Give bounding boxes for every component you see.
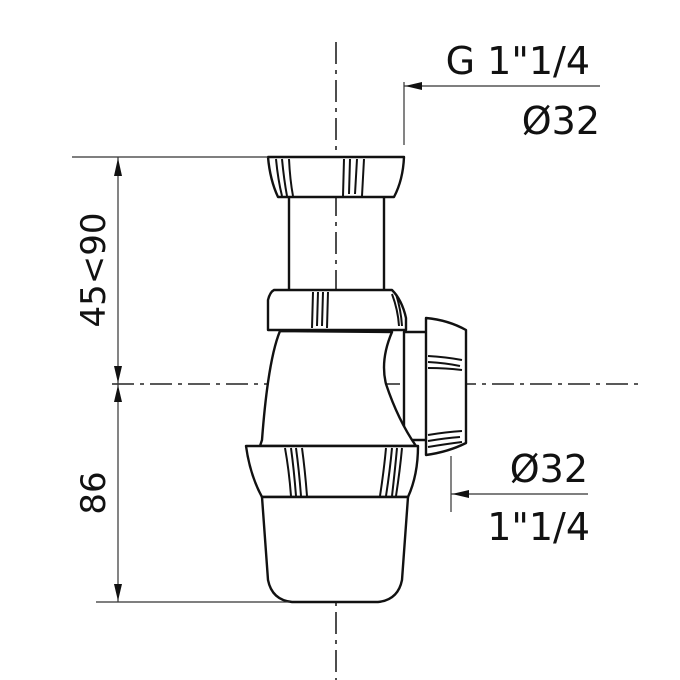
- bottom-cup: [260, 495, 410, 604]
- lower-nut: [244, 444, 420, 499]
- inlet-tube: [287, 197, 386, 290]
- side-outlet-nut: [402, 316, 468, 457]
- side-outlet-thread-label: 1"1/4: [487, 505, 590, 549]
- top-outlet-leader: [403, 82, 600, 145]
- top-outlet-thread-label: G 1"1/4: [446, 39, 590, 83]
- height-dimension: [72, 156, 290, 603]
- top-inlet-nut: [266, 155, 406, 199]
- height-lower-label: 86: [74, 471, 114, 514]
- trap-body: [258, 329, 418, 448]
- side-outlet-diameter-label: Ø32: [510, 447, 588, 491]
- height-upper-label: 45<90: [74, 212, 114, 327]
- middle-nut: [266, 288, 408, 332]
- top-outlet-diameter-label: Ø32: [522, 99, 600, 143]
- side-outlet-leader: [450, 456, 588, 512]
